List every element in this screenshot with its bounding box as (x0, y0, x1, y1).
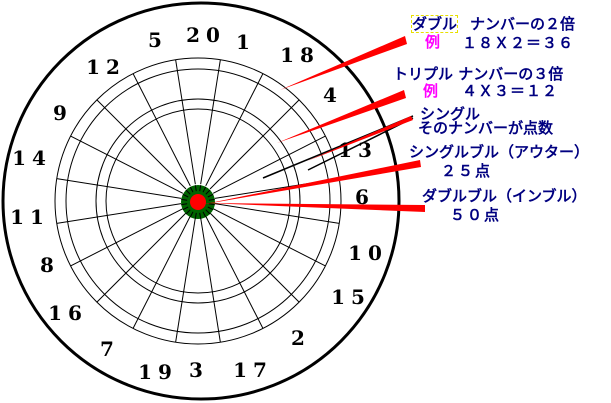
double-label: ダブル (410, 15, 459, 33)
segment-number: 4 (323, 83, 343, 107)
double-bull (190, 194, 206, 210)
single-desc: そのナンバーが点数 (418, 119, 554, 137)
segment-number: 2 (291, 326, 311, 350)
segment-number: 3 (189, 358, 209, 382)
bull-wire (189, 211, 194, 218)
segment-wire (214, 203, 340, 224)
bull-wire (182, 206, 189, 211)
segment-number: 11 (10, 205, 50, 229)
segment-wire (70, 208, 184, 267)
pointer-double-bull (205, 203, 425, 212)
segment-number: 7 (100, 337, 120, 361)
segment-number: 15 (331, 285, 371, 309)
segment-wire (205, 215, 264, 329)
segment-wire (200, 217, 221, 343)
segment-number: 20 (186, 23, 226, 47)
pointer-double (280, 36, 407, 90)
bull-wire (194, 185, 197, 192)
bull-wire (185, 209, 191, 215)
bull-wires (181, 185, 215, 219)
segment-number: 19 (138, 360, 178, 384)
bull-wire (199, 185, 202, 192)
bull-wire (207, 206, 214, 211)
segment-numbers: 20 1 184 13 6 10 15 2 17 3 19 7 16 8 11 149 12 5 (10, 23, 388, 384)
triple-example: ４Ｘ３＝１２ (462, 82, 559, 100)
pointer-triple (277, 90, 406, 143)
double-example-tag: 例 (425, 33, 441, 51)
segment-number: 16 (48, 301, 88, 325)
segment-wire (96, 99, 187, 190)
segment-wire (209, 99, 300, 190)
bull-wire (202, 211, 207, 218)
segment-number: 9 (53, 101, 73, 125)
single-bull-points: ２５点 (441, 162, 493, 180)
bull-wire (199, 212, 202, 219)
segment-wire (70, 135, 184, 194)
triple-ring-inner (105, 108, 291, 294)
bull-wire (181, 198, 188, 201)
single-bull-label: シングルブル（アウター） (409, 143, 590, 161)
segment-number: 14 (12, 146, 52, 170)
double-ring-outer (54, 57, 342, 345)
pointer-single (307, 116, 413, 161)
bull-wire (205, 209, 211, 215)
segment-wire (56, 203, 182, 224)
segment-number: 10 (348, 241, 388, 265)
segment-wire (132, 73, 191, 187)
triple-example-tag: 例 (423, 82, 439, 100)
segment-wire (200, 59, 221, 185)
segment-wire (175, 59, 196, 185)
segment-number: 13 (338, 138, 378, 162)
single-label: シングル (420, 105, 481, 123)
bull-wire (208, 203, 215, 206)
segment-wire (96, 212, 187, 303)
segment-number: 5 (148, 28, 168, 52)
triple-ring-outer (95, 98, 301, 304)
segment-wire (56, 178, 182, 199)
bull-wire (181, 203, 188, 206)
segment-number: 6 (355, 185, 375, 209)
bull-wire (189, 186, 194, 193)
segment-number: 12 (86, 55, 126, 79)
segment-wires (56, 59, 340, 343)
bull-wire (194, 212, 197, 219)
segment-number: 18 (280, 43, 320, 67)
board-outer-edge (1, 1, 401, 401)
triple-label: トリプル ナンバーの３倍 (393, 65, 564, 83)
bull-wire (185, 189, 191, 195)
segment-number: 17 (233, 358, 273, 382)
double-ring-inner (65, 68, 331, 334)
bull-wire (207, 193, 214, 198)
double-bull-label: ダブルブル（インブル） (422, 187, 587, 205)
segment-wire (209, 212, 300, 303)
segment-number: 8 (40, 253, 60, 277)
segment-wire (205, 73, 264, 187)
segment-wire (212, 208, 326, 267)
segment-wire (132, 215, 191, 329)
bull-wire (208, 198, 215, 201)
bull-wire (182, 193, 189, 198)
segment-number: 1 (236, 30, 256, 54)
bull-wire (202, 186, 207, 193)
double-desc: ナンバーの２倍 (470, 15, 576, 33)
bull-wire (205, 189, 211, 195)
double-example: １８Ｘ２＝３６ (462, 34, 575, 52)
double-bull-points: ５０点 (450, 206, 502, 224)
segment-wire (175, 217, 196, 343)
pointer-single-bull (200, 160, 421, 205)
segment-wire (212, 135, 326, 194)
